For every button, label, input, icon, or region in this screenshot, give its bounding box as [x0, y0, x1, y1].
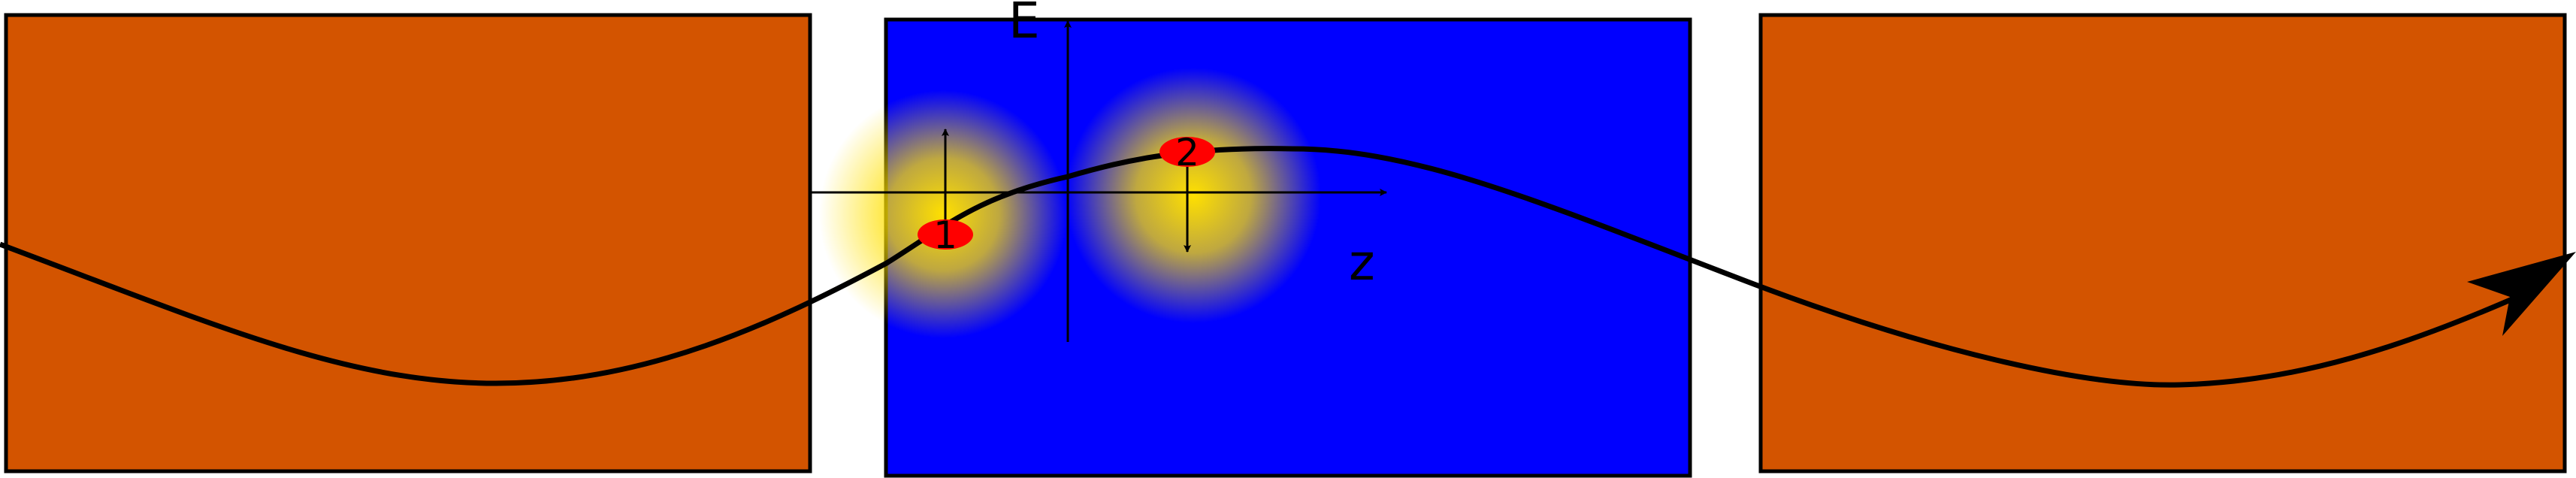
charge-1-label: 1 — [933, 213, 957, 257]
e-axis-label: E — [1008, 0, 1040, 50]
charge-2 — [1160, 137, 1215, 167]
charge-1 — [918, 219, 973, 250]
charge-2-glow — [1066, 68, 1321, 323]
left-block — [4, 13, 812, 473]
z-axis-label: z — [1349, 234, 1375, 292]
wave-arrowhead — [2467, 252, 2576, 336]
right-block — [1758, 13, 2567, 473]
charge-1-glow — [819, 90, 1067, 338]
charge-2-label: 2 — [1175, 131, 1199, 174]
